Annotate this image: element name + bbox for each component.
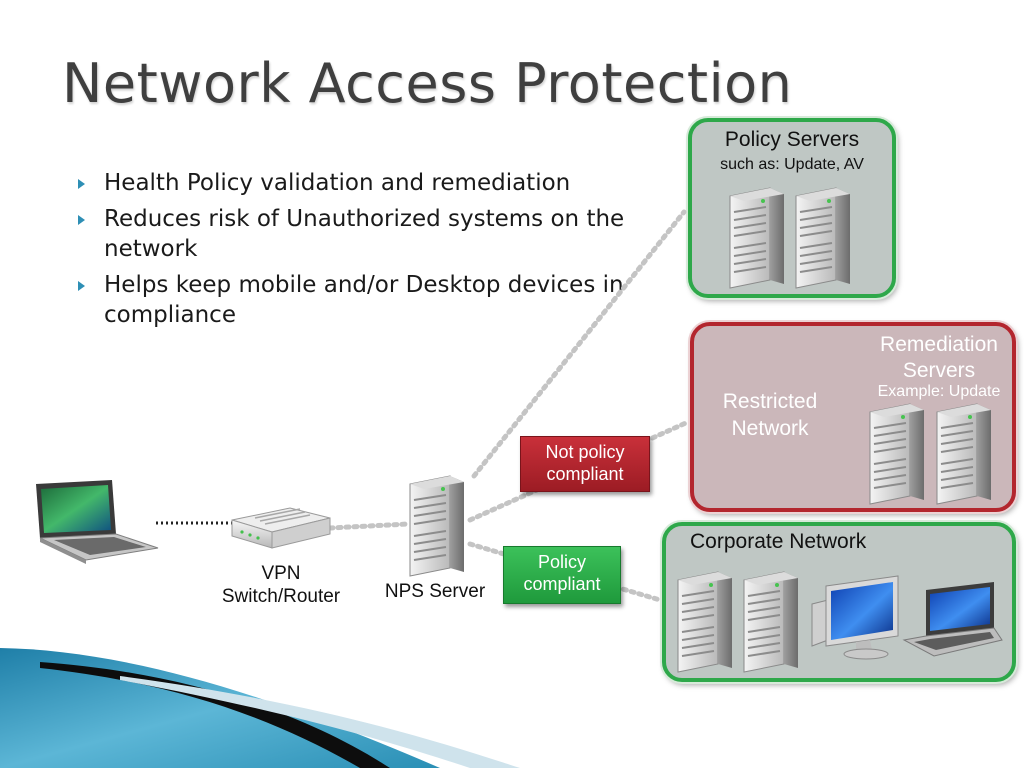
bullet-item: Health Policy validation and remediation [76, 168, 686, 198]
compliant-tag: Policy compliant [503, 546, 621, 604]
bullet-text: Reduces risk of Unauthorized systems on … [104, 206, 625, 262]
corporate-server-icon [743, 571, 799, 673]
bullet-arrow-icon [78, 215, 85, 225]
policy-servers-box [688, 118, 896, 298]
bullet-arrow-icon [78, 179, 85, 189]
policy-server-icon [795, 187, 851, 289]
vpn-router-label-text: VPN Switch/Router [221, 563, 341, 607]
bullet-text: Health Policy validation and remediation [104, 170, 571, 196]
vpn-router-label: VPN Switch/Router [206, 562, 356, 608]
corporate-server-icon [677, 571, 733, 673]
bullet-item: Helps keep mobile and/or Desktop devices… [76, 270, 686, 330]
slide-title: Network Access Protection [62, 52, 793, 115]
bullet-arrow-icon [78, 281, 85, 291]
bullet-list: Health Policy validation and remediation… [76, 168, 686, 336]
desktop-computer-icon [811, 575, 899, 660]
remediation-servers-subtitle: Example: Update [877, 383, 1001, 400]
link-router-nps [327, 521, 411, 531]
client-laptop-icon [36, 480, 159, 564]
remediation-server-icon [869, 403, 925, 505]
bullet-item: Reduces risk of Unauthorized systems on … [76, 204, 686, 264]
not-compliant-tag: Not policy compliant [520, 436, 650, 492]
nps-server-label: NPS Server [384, 581, 486, 602]
nps-server-icon [409, 475, 465, 577]
policy-server-icon [729, 187, 785, 289]
corporate-network-title: Corporate Network [690, 530, 867, 553]
remediation-server-icon [936, 403, 992, 505]
corporate-laptop-icon [902, 582, 1003, 657]
vpn-router-icon [231, 507, 331, 549]
restricted-network-label: Restricted Network [722, 390, 818, 440]
remediation-servers-title: Remediation Servers [880, 333, 998, 382]
bullet-text: Helps keep mobile and/or Desktop devices… [104, 272, 624, 328]
policy-servers-subtitle: such as: Update, AV [720, 156, 864, 173]
policy-servers-title: Policy Servers [724, 128, 860, 151]
link-nps-policy [471, 209, 687, 479]
